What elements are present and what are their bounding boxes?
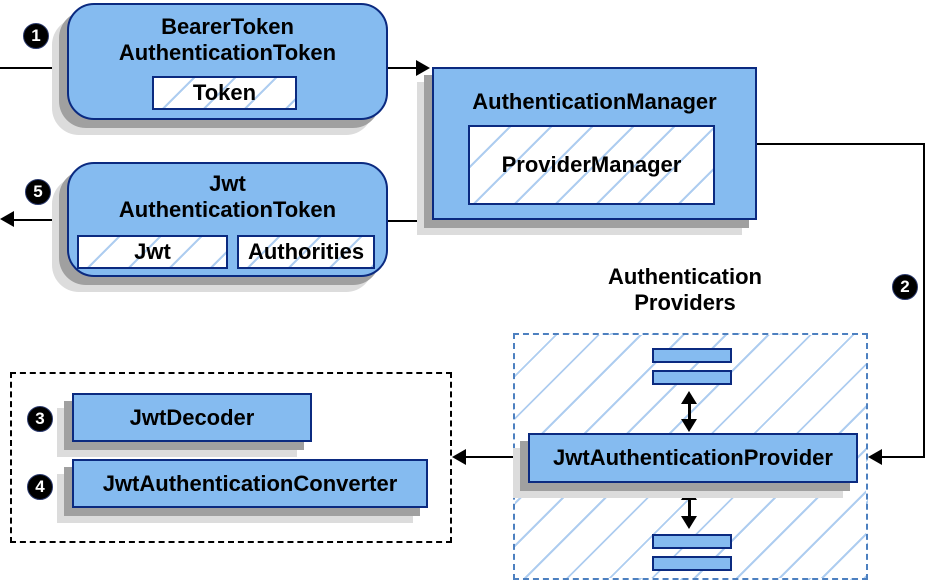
jwt-box-title-line2: AuthenticationToken <box>118 197 337 222</box>
flow-line-manager-to-jwt-token <box>388 220 432 222</box>
flow-line-bearer-to-manager <box>388 67 416 69</box>
flow-line-manager-right <box>755 143 925 145</box>
arrowhead-right-icon <box>416 60 430 76</box>
flow-line-request-in <box>0 67 67 69</box>
flow-line-response-out <box>14 219 67 221</box>
jwt-subbox: Jwt <box>77 235 228 269</box>
authentication-providers-title: Authentication Providers <box>608 264 762 315</box>
double-arrow-line <box>688 499 691 517</box>
step-4-badge: 4 <box>27 474 53 500</box>
bearer-box-title-line2: AuthenticationToken <box>118 40 337 65</box>
authorities-subbox: Authorities <box>237 235 375 269</box>
step-1-badge: 1 <box>23 23 49 49</box>
bearer-box-title-line1: BearerToken <box>161 14 294 39</box>
authentication-manager-box: AuthenticationManager ProviderManager <box>432 67 757 220</box>
provider-list-bar <box>652 556 732 571</box>
flow-line-provider-to-decoder <box>466 456 528 458</box>
authentication-manager-title: AuthenticationManager <box>472 89 717 114</box>
arrowhead-down-icon <box>681 516 697 529</box>
flow-line-into-provider <box>882 456 925 458</box>
jwt-authentication-provider-box: JwtAuthenticationProvider <box>528 433 858 483</box>
jwt-authentication-converter-box: JwtAuthenticationConverter <box>72 459 428 508</box>
jwt-decoder-box: JwtDecoder <box>72 393 312 442</box>
step-2-badge: 2 <box>892 274 918 300</box>
flow-line-right-vertical <box>923 143 925 458</box>
step-3-badge: 3 <box>27 406 53 432</box>
jwt-box-title-line1: Jwt <box>209 171 246 196</box>
arrowhead-up-icon <box>681 487 697 500</box>
provider-list-bar <box>652 370 732 385</box>
provider-list-bar <box>652 534 732 549</box>
provider-manager-subbox: ProviderManager <box>468 125 715 205</box>
bearer-token-authentication-token-box: BearerToken AuthenticationToken Token <box>67 3 388 120</box>
step-5-badge: 5 <box>25 179 51 205</box>
arrowhead-left-icon <box>868 449 882 465</box>
jwt-authentication-token-box: Jwt AuthenticationToken Jwt Authorities <box>67 162 388 277</box>
arrowhead-up-icon <box>681 391 697 404</box>
double-arrow-line <box>688 402 691 422</box>
arrowhead-down-icon <box>681 419 697 432</box>
arrowhead-left-icon <box>0 211 14 227</box>
provider-list-bar <box>652 348 732 363</box>
arrowhead-left-icon <box>452 449 466 465</box>
token-subbox: Token <box>152 76 297 110</box>
